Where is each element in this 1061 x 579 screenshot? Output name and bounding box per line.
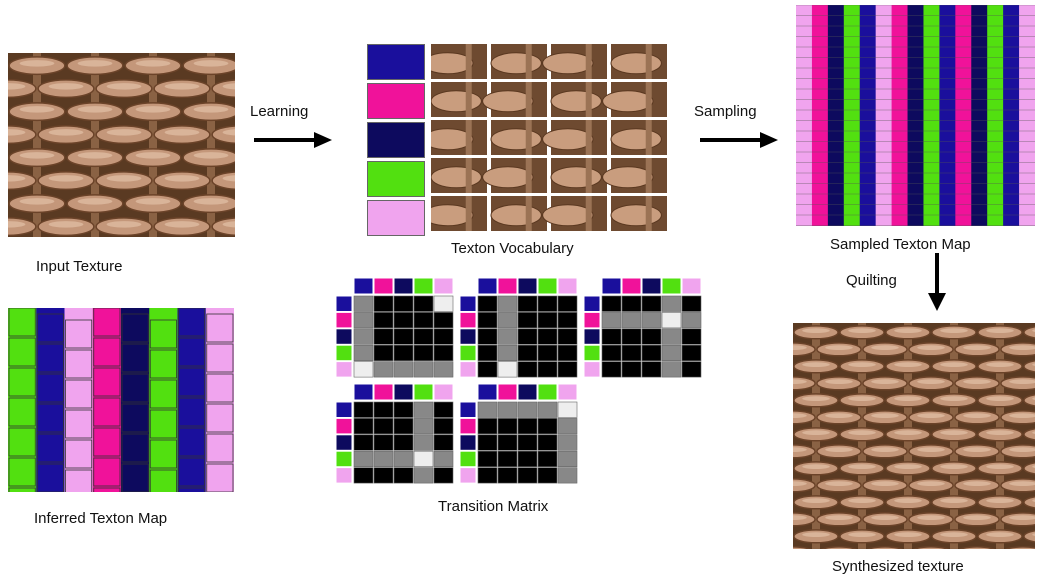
sampled-map-column [843, 5, 861, 226]
texton-swatch-navy [367, 122, 425, 158]
inferred-map-column [36, 308, 65, 492]
sampled-map-column [955, 5, 972, 226]
transition-matrix-label: Transition Matrix [438, 498, 549, 515]
inferred-map-column [205, 308, 234, 492]
texton-vocabulary-label: Texton Vocabulary [451, 240, 574, 257]
sampling-arrow-icon [700, 132, 778, 148]
inferred-texton-map [8, 308, 234, 492]
texton-color-swatches [367, 44, 425, 236]
sampled-map-column [1003, 5, 1020, 226]
sampled-map-column [811, 5, 829, 226]
sampled-map-column [859, 5, 877, 226]
sampling-label: Sampling [694, 103, 757, 120]
synthesized-texture-image [793, 323, 1035, 549]
sampled-map-column [939, 5, 956, 226]
inferred-map-column [92, 308, 122, 492]
inferred-texton-map-label: Inferred Texton Map [34, 510, 168, 527]
texton-swatch-magenta [367, 83, 425, 119]
transition-matrix-3 [584, 278, 702, 378]
input-texture-image [8, 53, 235, 237]
sampled-map-column [827, 5, 845, 226]
sampled-texton-map [796, 5, 1035, 226]
texton-swatch-green [367, 161, 425, 197]
inferred-map-column [149, 308, 178, 492]
learning-arrow-icon [254, 132, 332, 148]
quilting-arrow-icon [928, 253, 946, 311]
sampled-map-column [796, 5, 813, 226]
sampled-map-column [907, 5, 924, 226]
texton-patch-grid [431, 44, 667, 231]
transition-matrix-4 [336, 384, 454, 484]
transition-matrix-2 [460, 278, 578, 378]
transition-matrix-5 [460, 384, 578, 484]
sampled-map-column [923, 5, 940, 226]
synthesized-texture-label: Synthesized texture [832, 558, 964, 575]
inferred-map-column [8, 308, 37, 492]
inferred-map-column [64, 308, 94, 492]
sampled-texton-map-label: Sampled Texton Map [830, 236, 971, 253]
texton-swatch-pink [367, 200, 425, 236]
texton-swatch-blue [367, 44, 425, 80]
sampled-map-column [875, 5, 893, 226]
sampled-map-column [891, 5, 909, 226]
input-texture-label: Input Texture [36, 258, 123, 275]
sampled-map-column [971, 5, 988, 226]
inferred-map-column [177, 308, 207, 492]
sampled-map-column [1019, 5, 1035, 226]
inferred-map-column [121, 308, 150, 492]
learning-label: Learning [250, 103, 309, 120]
quilting-label: Quilting [846, 272, 897, 289]
transition-matrix-1 [336, 278, 454, 378]
sampled-map-column [987, 5, 1004, 226]
